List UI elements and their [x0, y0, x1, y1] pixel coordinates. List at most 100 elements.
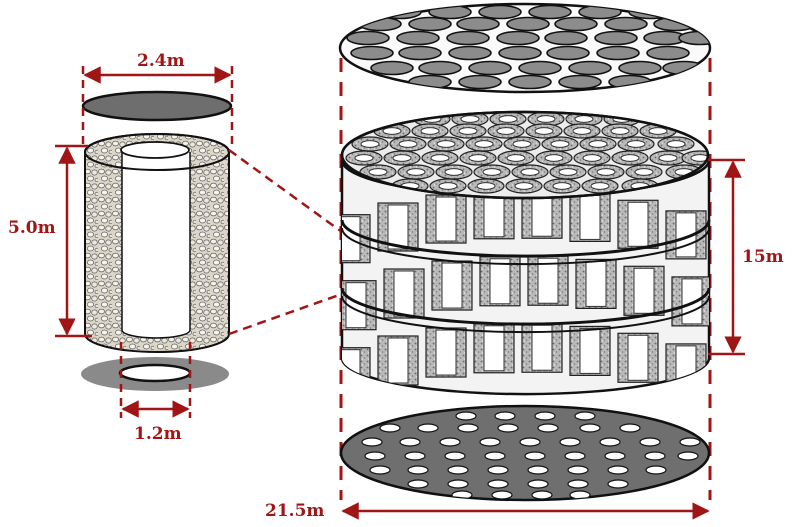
- plate-hole: [518, 60, 562, 76]
- plate-hole: [544, 30, 588, 46]
- stack-tube-bore: [537, 257, 559, 304]
- stack-tube-hole: [482, 168, 502, 176]
- stack-tube-hole: [620, 154, 640, 162]
- plate-hole: [498, 45, 542, 61]
- stack-tube-bore: [489, 258, 511, 305]
- stack-tube-bore: [579, 327, 601, 374]
- plate-hole: [370, 60, 414, 76]
- stack-tube-bore: [435, 196, 457, 242]
- stack-tube-hole: [420, 127, 440, 135]
- plate-hole: [639, 437, 661, 447]
- stack-tube-hole: [572, 127, 592, 135]
- plate-hole: [364, 451, 386, 461]
- stack-tube-bore: [441, 262, 463, 309]
- stack-tube-hole: [588, 140, 608, 148]
- plate-hole: [346, 30, 390, 46]
- stack-tube-bore: [387, 337, 409, 384]
- stack-tube-hole: [382, 127, 402, 135]
- stack-tube-hole: [550, 140, 570, 148]
- plate-hole: [546, 45, 590, 61]
- stack-tube-hole: [610, 127, 630, 135]
- plate-hole: [444, 451, 466, 461]
- stack-tube-bore: [633, 267, 655, 314]
- plate-hole: [524, 451, 546, 461]
- plate-hole: [396, 30, 440, 46]
- plate-hole: [599, 437, 621, 447]
- plate-hole: [456, 16, 500, 32]
- plate-hole: [646, 45, 690, 61]
- stack-tube-hole: [514, 182, 534, 190]
- plate-hole: [527, 465, 549, 475]
- plate-hole: [448, 45, 492, 61]
- stack-tube-hole: [544, 154, 564, 162]
- plate-hole: [644, 451, 666, 461]
- plate-hole: [534, 411, 556, 421]
- stack-tube-hole: [438, 182, 458, 190]
- plate-hole: [508, 74, 552, 90]
- plate-hole: [527, 479, 549, 489]
- stack-tube-hole: [392, 154, 412, 162]
- plate-hole: [554, 16, 598, 32]
- plate-hole: [506, 16, 550, 32]
- plate-hole: [404, 451, 426, 461]
- stack-tube-hole: [354, 154, 374, 162]
- plate-hole: [417, 423, 439, 433]
- plate-hole: [679, 437, 701, 447]
- plate-hole: [439, 437, 461, 447]
- plate-hole: [369, 465, 391, 475]
- stack-tube-hole: [506, 154, 526, 162]
- plate-hole: [379, 423, 401, 433]
- stack-tube-hole: [512, 140, 532, 148]
- plate-hole: [619, 423, 641, 433]
- stack-tube-hole: [690, 154, 708, 162]
- stack-tube-hole: [536, 115, 556, 123]
- stack-dimensions: [341, 158, 745, 520]
- plate-hole: [447, 465, 469, 475]
- stack-tube-bore: [387, 204, 409, 250]
- stack-tube-hole: [666, 140, 686, 148]
- stack-tube-hole: [444, 168, 464, 176]
- plate-hole: [567, 465, 589, 475]
- stack-tube-hole: [436, 140, 456, 148]
- plate-hole: [653, 16, 697, 32]
- plate-hole: [494, 411, 516, 421]
- tube-height-label: 5.0m: [8, 218, 56, 238]
- plate-hole: [574, 411, 596, 421]
- plate-hole: [478, 4, 522, 20]
- stack-tube-hole: [582, 154, 602, 162]
- plate-hole: [677, 451, 699, 461]
- stack-tube-bore: [342, 349, 361, 395]
- stack-tube-hole: [360, 140, 380, 148]
- plate-hole: [468, 60, 512, 76]
- plate-hole: [398, 45, 442, 61]
- stack-height-label: 15m: [742, 247, 784, 267]
- plate-hole: [399, 437, 421, 447]
- cylinder-stack-icon: [340, 110, 711, 396]
- stack-tube-hole: [658, 154, 678, 162]
- stack-tube-hole: [498, 115, 518, 123]
- plate-hole: [487, 479, 509, 489]
- stack-tube-hole: [534, 127, 554, 135]
- stack-tube-hole: [476, 182, 496, 190]
- plate-hole: [607, 465, 629, 475]
- plate-hole: [645, 465, 667, 475]
- plate-hole: [519, 437, 541, 447]
- stack-tube-hole: [496, 127, 516, 135]
- plate-hole: [604, 451, 626, 461]
- stack-tube-bore: [627, 201, 649, 247]
- plate-hole: [457, 423, 479, 433]
- plate-hole: [407, 465, 429, 475]
- plate-hole: [487, 465, 509, 475]
- stack-tube-hole: [558, 168, 578, 176]
- plate-hole: [558, 74, 602, 90]
- plate-hole: [594, 30, 638, 46]
- stack-tube-bore: [483, 192, 505, 238]
- plate-hole: [458, 74, 502, 90]
- plate-hole: [350, 45, 394, 61]
- plate-hole: [531, 490, 553, 500]
- stack-tube-hole: [458, 127, 478, 135]
- plate-hole: [596, 45, 640, 61]
- tube-inner-diameter-label: 1.2m: [134, 424, 182, 444]
- tube-inner-bore: [122, 152, 190, 338]
